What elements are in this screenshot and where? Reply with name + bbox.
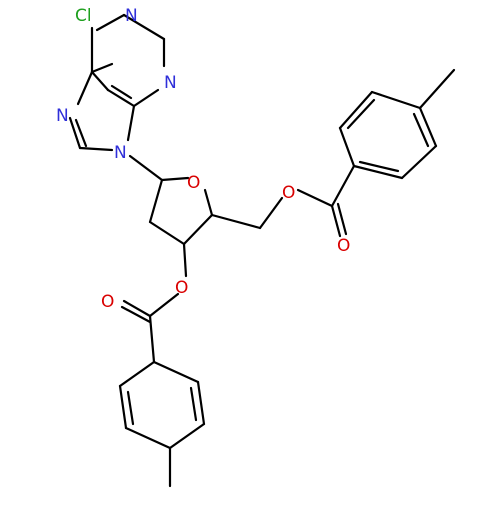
atom-label-n1: N (125, 6, 138, 26)
bond (370, 90, 422, 110)
bond (258, 196, 284, 230)
bond (148, 292, 180, 318)
bond (400, 144, 438, 180)
atom-label-n3: N (164, 73, 177, 93)
bond (90, 62, 114, 74)
bond (132, 88, 160, 108)
bond (346, 98, 376, 130)
bond (118, 360, 156, 388)
bond (189, 386, 198, 422)
atom-label-n9: N (114, 143, 127, 163)
atom-label-o-carbonyl-5: O (337, 236, 350, 256)
bond (418, 106, 438, 148)
bond (152, 360, 200, 384)
bond (78, 146, 114, 152)
bond (120, 305, 152, 324)
bond (412, 112, 430, 148)
bond (196, 380, 206, 426)
bond (148, 178, 164, 224)
bond (95, 13, 126, 32)
bond (168, 422, 206, 450)
bond (338, 90, 374, 130)
bond (90, 70, 110, 92)
bond (76, 70, 94, 106)
atom-label-n7: N (56, 106, 69, 126)
bond (330, 204, 342, 238)
bond (126, 390, 135, 426)
bond (128, 154, 164, 182)
atom-label-o-ring: O (187, 173, 200, 193)
bond (182, 242, 188, 278)
bond (338, 126, 356, 168)
bond (296, 188, 334, 208)
bond (336, 202, 348, 236)
bond (124, 426, 172, 450)
bond (330, 164, 356, 208)
bond (126, 104, 136, 142)
atom-label-cl: Cl (75, 6, 92, 26)
bond (122, 299, 152, 318)
bonds (68, 13, 456, 488)
bond (210, 213, 262, 230)
bond (148, 314, 156, 364)
atom-label-o-ester-3: O (175, 278, 188, 298)
bond (118, 384, 128, 430)
bond (122, 13, 166, 41)
atom-label-o-ester-5: O (282, 183, 295, 203)
atom-labels: Cl N N N N O O O O O (56, 6, 350, 312)
bond (160, 176, 190, 182)
bond (418, 68, 456, 110)
atom-label-o-carbonyl-3: O (101, 292, 114, 312)
bond (106, 88, 136, 108)
bond (182, 213, 214, 246)
bond (352, 164, 404, 180)
bond (148, 220, 186, 246)
bond (68, 116, 82, 150)
bond (110, 84, 133, 100)
bond (203, 188, 214, 217)
bond (74, 118, 88, 148)
bond (358, 160, 400, 173)
